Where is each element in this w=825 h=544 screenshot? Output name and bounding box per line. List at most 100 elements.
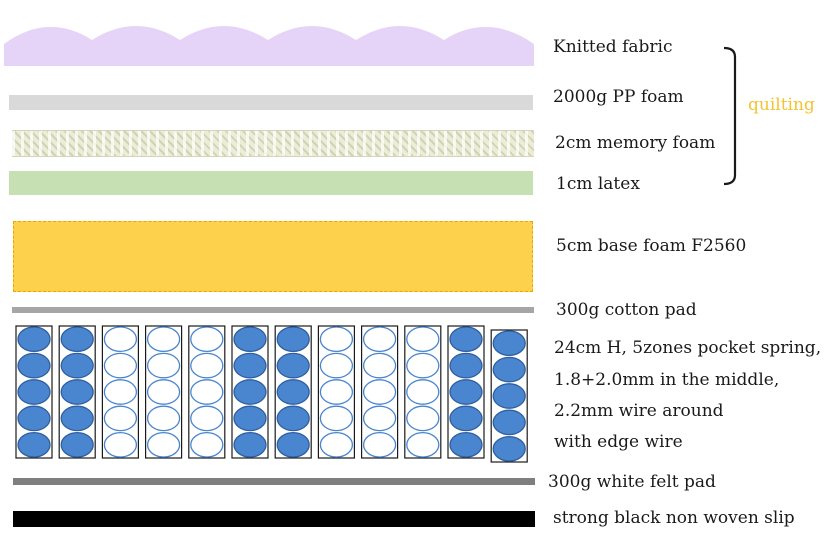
spring-coil: [190, 431, 224, 458]
spring-coil: [103, 431, 138, 458]
quilting-bracket: [723, 46, 737, 186]
spring-coil: [449, 352, 483, 379]
spring-coil: [190, 405, 224, 432]
spring-coil: [146, 326, 181, 353]
spring-coil: [276, 405, 310, 432]
spring-pocket-outline: [58, 325, 96, 459]
spring-coil: [319, 379, 354, 405]
spring-pocket-outline: [15, 325, 53, 459]
spring-coil: [60, 431, 94, 458]
label-non-woven-slip: strong black non woven slip: [553, 508, 795, 528]
spring-coil: [492, 409, 526, 436]
spring-column: [274, 325, 312, 459]
spring-coil: [60, 352, 94, 379]
label-spring-line-3: 2.2mm wire around: [554, 401, 724, 421]
spring-coil: [492, 330, 526, 357]
spring-coil: [233, 352, 267, 379]
latex-layer: [9, 171, 533, 195]
spring-coil: [146, 405, 181, 432]
spring-coil: [449, 379, 483, 405]
spring-coil: [276, 379, 310, 405]
label-knitted-fabric: Knitted fabric: [553, 37, 673, 57]
spring-coil: [319, 326, 354, 353]
spring-coil: [276, 326, 310, 353]
spring-coil: [17, 352, 51, 379]
spring-pocket-outline: [361, 325, 399, 459]
spring-pocket-outline: [145, 325, 183, 459]
spring-pocket-outline: [101, 325, 140, 459]
spring-pocket-outline: [404, 325, 442, 459]
spring-pocket-outline: [317, 325, 355, 459]
spring-coil: [319, 431, 354, 458]
spring-coil: [319, 352, 354, 379]
spring-coil: [17, 326, 51, 353]
spring-coil: [492, 383, 526, 409]
pp-foam-layer: [9, 95, 533, 110]
spring-coil: [190, 379, 224, 405]
spring-coil: [492, 356, 526, 383]
spring-column: [317, 325, 355, 459]
spring-coil: [60, 379, 94, 405]
spring-coil: [276, 352, 310, 379]
spring-coil: [103, 379, 138, 405]
spring-coil: [319, 405, 354, 432]
spring-column: [404, 325, 442, 459]
spring-coil: [406, 352, 440, 379]
spring-column: [101, 325, 140, 459]
spring-column: [15, 325, 53, 459]
spring-coil: [17, 379, 51, 405]
label-memory-foam: 2cm memory foam: [555, 133, 716, 153]
spring-coil: [146, 352, 181, 379]
spring-coil: [492, 435, 526, 462]
spring-coil: [362, 379, 397, 405]
label-spring-line-1: 24cm H, 5zones pocket spring,: [554, 338, 822, 358]
spring-column: [231, 325, 269, 459]
spring-coil: [233, 379, 267, 405]
label-pp-foam: 2000g PP foam: [553, 87, 684, 107]
label-latex: 1cm latex: [556, 174, 640, 194]
spring-coil: [60, 405, 94, 432]
spring-column: [490, 329, 528, 463]
spring-coil: [103, 326, 138, 353]
base-foam-layer: [13, 221, 533, 292]
label-spring-line-4: with edge wire: [554, 432, 683, 452]
spring-coil: [190, 326, 224, 353]
quilting-label: quilting: [748, 95, 815, 115]
spring-pocket-outline: [231, 325, 269, 459]
spring-column: [188, 325, 226, 459]
memory-foam-layer: [12, 130, 534, 157]
label-spring-line-2: 1.8+2.0mm in the middle,: [554, 370, 780, 390]
spring-column: [58, 325, 96, 459]
spring-coil: [17, 431, 51, 458]
spring-coil: [233, 405, 267, 432]
spring-coil: [362, 352, 397, 379]
spring-coil: [276, 431, 310, 458]
spring-pocket-outline: [490, 329, 528, 463]
knitted-fabric-layer: [4, 26, 534, 66]
spring-coil: [362, 405, 397, 432]
spring-coil: [449, 326, 483, 353]
spring-coil: [406, 326, 440, 353]
spring-coil: [233, 431, 267, 458]
spring-coil: [146, 379, 181, 405]
spring-coil: [146, 431, 181, 458]
cotton-pad-layer: [12, 307, 534, 313]
spring-pocket-outline: [274, 325, 312, 459]
spring-coil: [233, 326, 267, 353]
spring-pocket-outline: [188, 325, 226, 459]
spring-column: [447, 325, 485, 459]
spring-coil: [190, 352, 224, 379]
spring-coil: [406, 405, 440, 432]
spring-pocket-outline: [447, 325, 485, 459]
spring-coil: [103, 405, 138, 432]
spring-coil: [103, 352, 138, 379]
spring-coil: [449, 405, 483, 432]
spring-coil: [60, 326, 94, 353]
spring-coil: [449, 431, 483, 458]
spring-coil: [362, 431, 397, 458]
felt-pad-layer: [13, 478, 535, 485]
knitted-fabric-shape: [4, 26, 534, 66]
label-felt-pad: 300g white felt pad: [548, 472, 716, 492]
spring-column: [361, 325, 399, 459]
